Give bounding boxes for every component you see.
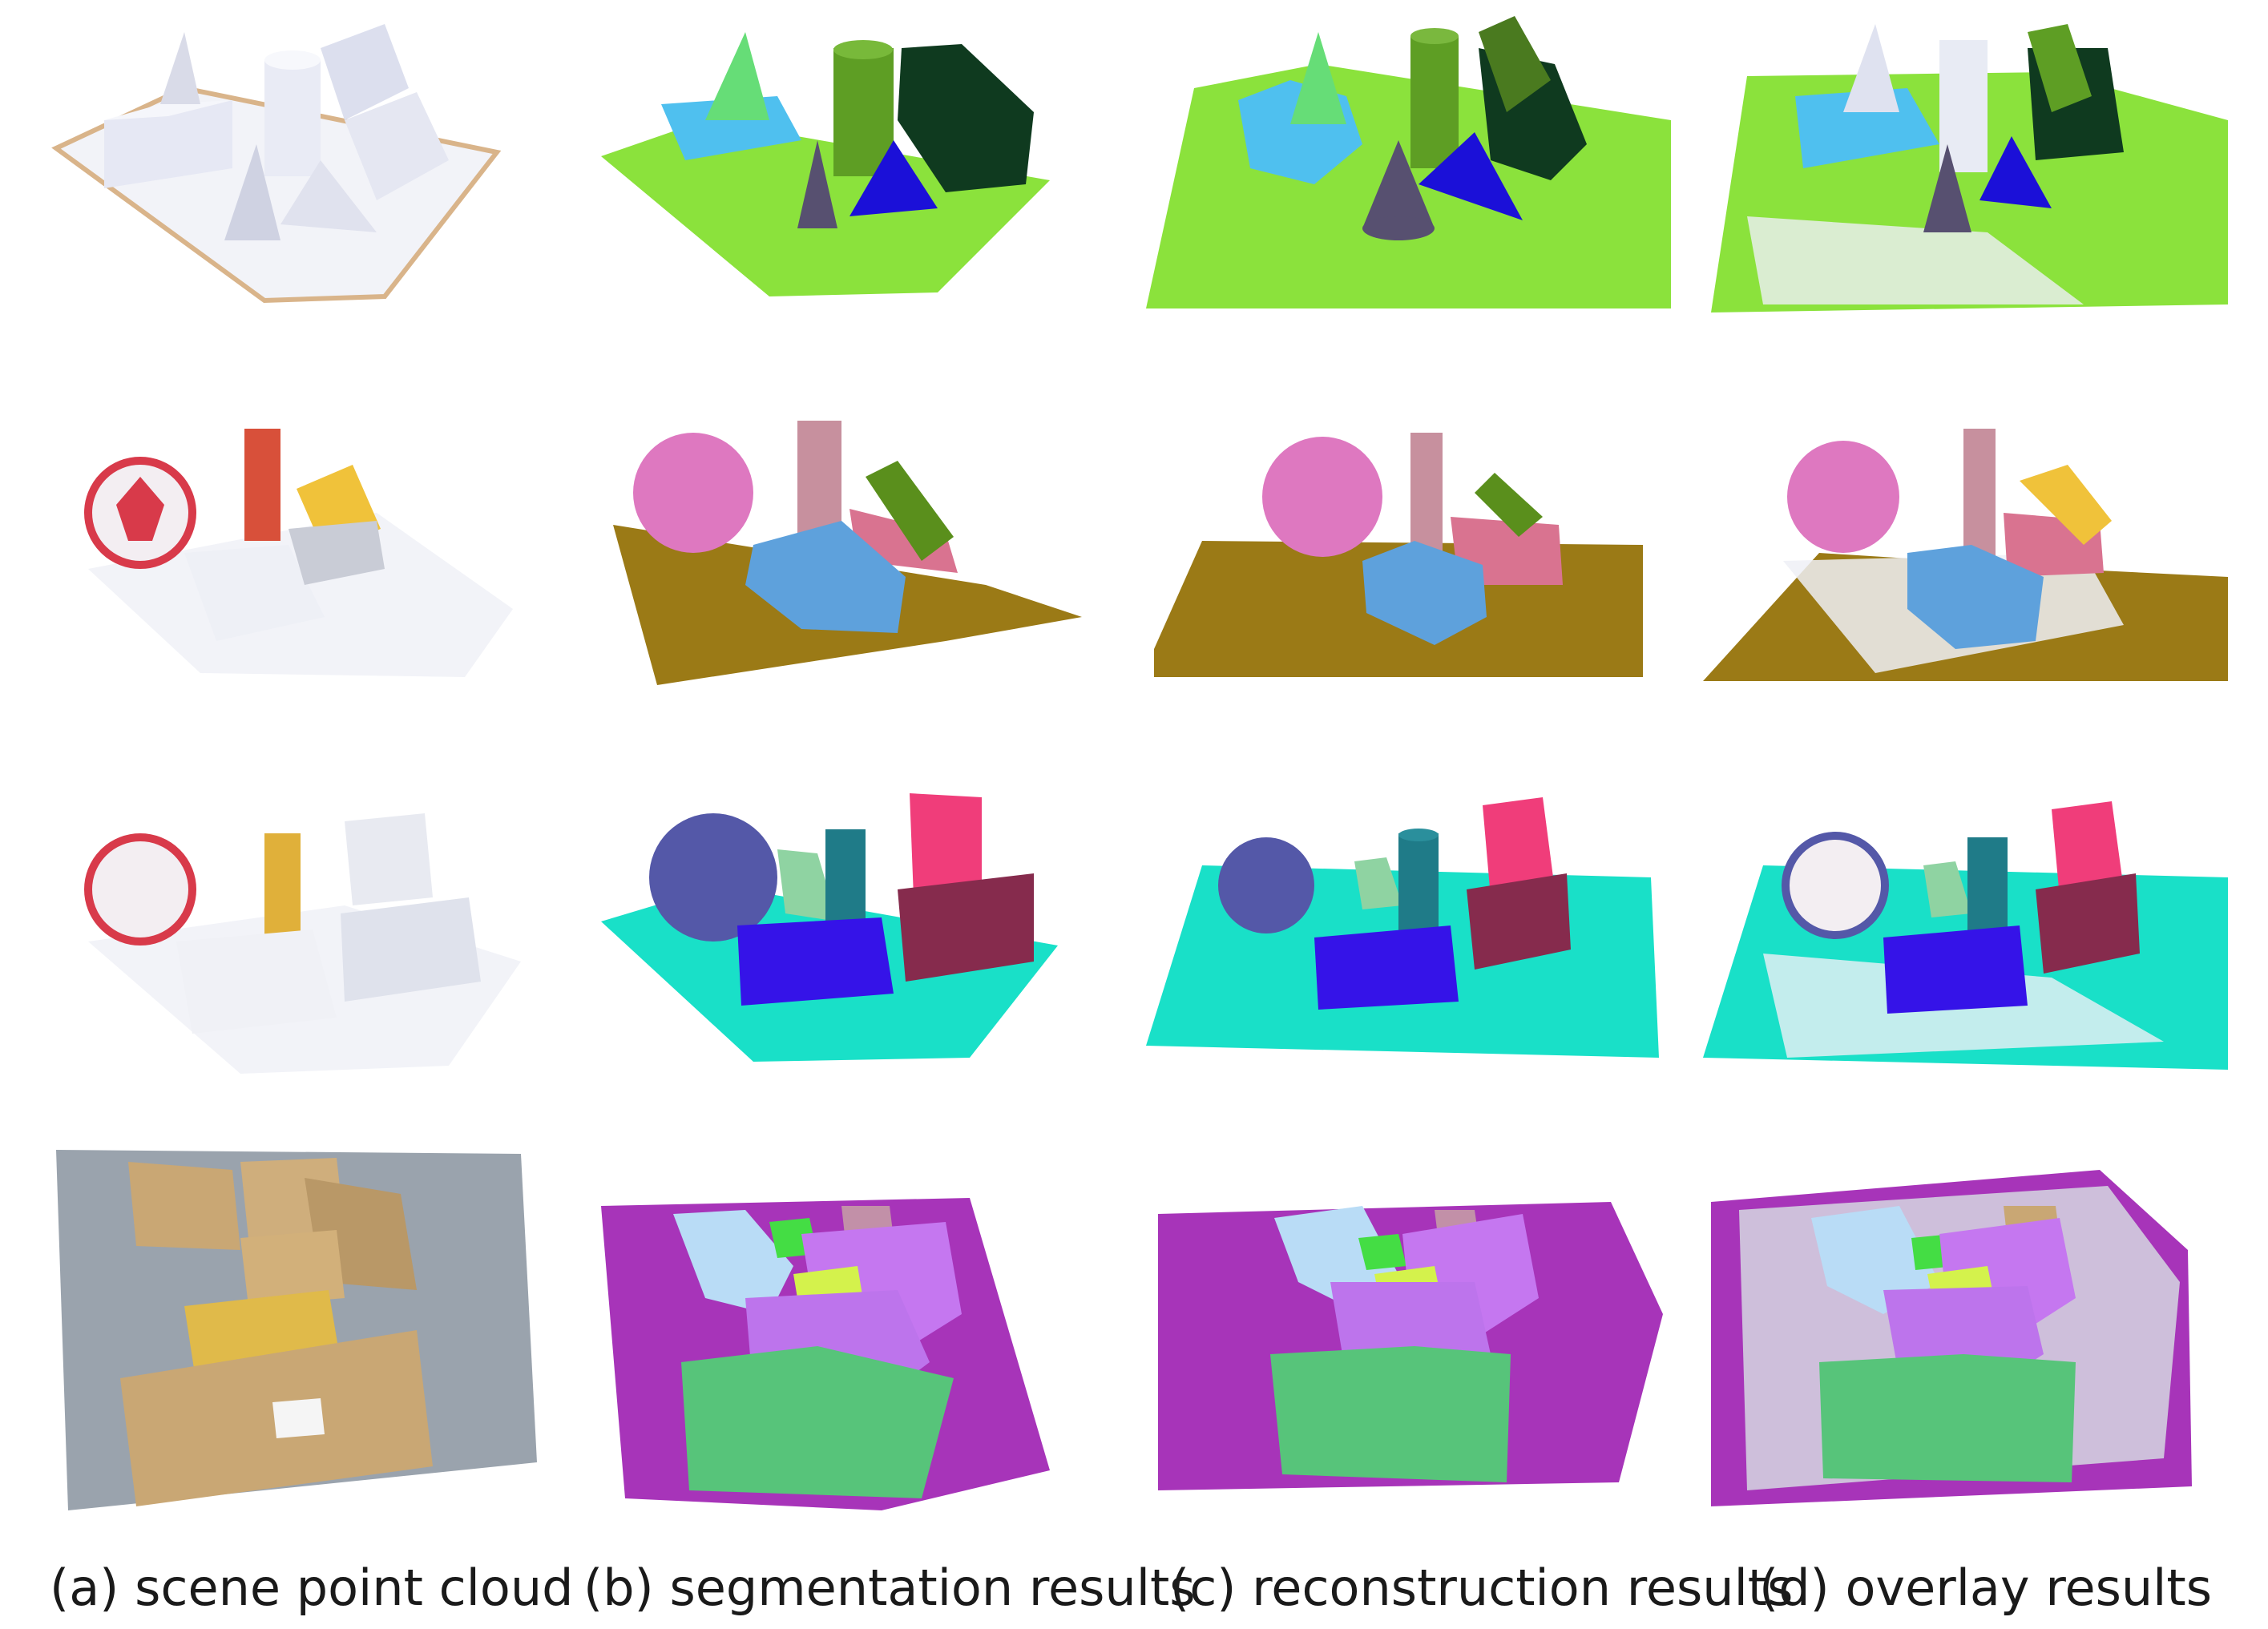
row4-scene-point-cloud	[56, 1150, 537, 1510]
row3-segmentation	[601, 793, 1058, 1062]
row1-segmentation	[601, 32, 1050, 296]
row1-overlay	[1711, 24, 2228, 312]
row2-reconstruction	[1154, 433, 1643, 677]
row3-overlay	[1703, 801, 2228, 1070]
caption-c: (c) reconstruction results	[1170, 1558, 1794, 1617]
row1-scene-point-cloud	[51, 24, 502, 304]
row3-scene-point-cloud	[84, 813, 521, 1074]
row4-overlay	[1711, 1170, 2192, 1506]
row2-scene-point-cloud	[84, 429, 513, 677]
caption-b: (b) segmentation results	[583, 1558, 1196, 1617]
row3-reconstruction	[1146, 797, 1659, 1058]
row2-overlay	[1703, 429, 2228, 681]
caption-d: (d) overlay results	[1759, 1558, 2213, 1617]
caption-a: (a) scene point cloud	[50, 1558, 574, 1617]
row2-segmentation	[613, 421, 1082, 685]
row4-reconstruction	[1158, 1202, 1663, 1490]
row1-reconstruction	[1146, 16, 1671, 308]
row4-segmentation	[601, 1198, 1050, 1510]
